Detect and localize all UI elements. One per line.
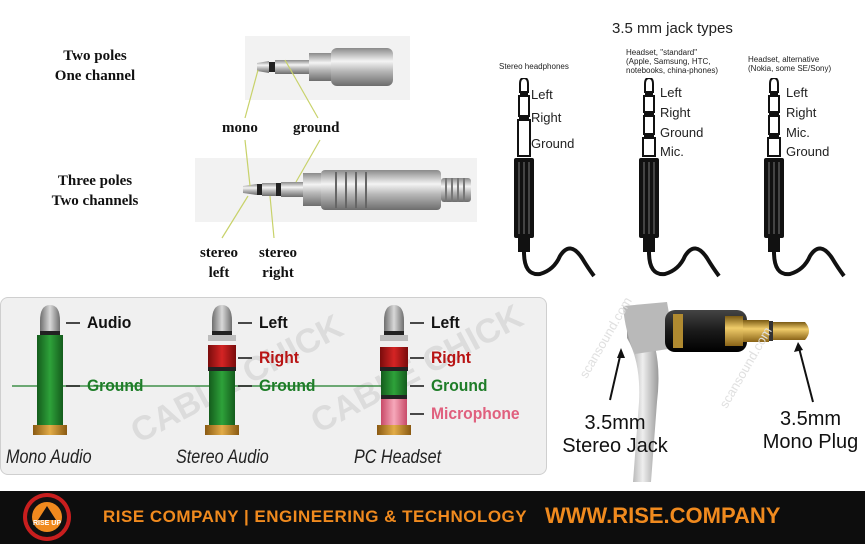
jack-2-outline (639, 78, 721, 278)
stereo-jack-label-line1: 3.5mm (584, 412, 646, 434)
stereo-left-label: stereo left (196, 243, 242, 283)
stereo-audio-plug (205, 305, 252, 435)
jack-1-outline (514, 78, 596, 278)
mono-audio-caption: Mono Audio (6, 447, 92, 468)
jack-col2-header-line3: notebooks, china-phones) (626, 66, 719, 75)
jack-col2-header-line1: Headset, "standard" (626, 48, 698, 57)
jack2-label-mic: Mic. (660, 144, 684, 159)
headset-right-label: Right (431, 348, 471, 367)
mono-plug-photo-right (609, 302, 814, 482)
stereo-right-cc-label: Right (259, 348, 299, 367)
headset-microphone-label: Microphone (431, 404, 520, 423)
three-poles-caption: Three poles Two channels (30, 171, 160, 211)
cable-chart-diagram (12, 305, 424, 435)
stereo-jack-label: 3.5mm Stereo Jack (555, 412, 675, 458)
jack-col2-header-line2: (Apple, Samsung, HTC, (626, 57, 711, 66)
jack-types-title: 3.5 mm jack types (612, 20, 733, 37)
two-poles-line2: One channel (54, 68, 136, 84)
stereo-audio-caption: Stereo Audio (176, 447, 269, 468)
mono-plug-label: 3.5mm Mono Plug (758, 408, 863, 454)
two-poles-caption: Two poles One channel (30, 46, 160, 86)
jack-types-diagram (514, 78, 846, 278)
stereo-right-line1: stereo (258, 245, 298, 261)
jack2-label-ground: Ground (660, 125, 704, 140)
footer-company-name: RISE COMPANY | ENGINEERING & TECHNOLOGY (103, 507, 528, 526)
jack1-label-left: Left (531, 87, 553, 102)
pc-headset-plug (377, 305, 424, 435)
mono-label: mono (222, 120, 258, 136)
jack-col3-header-line1: Headset, alternative (748, 55, 820, 64)
jack-col1-header: Stereo headphones (499, 62, 569, 71)
rise-logo-icon (23, 493, 71, 541)
jack3-label-left: Left (786, 85, 808, 100)
mono-plug-photo (245, 36, 410, 100)
footer-bar (0, 491, 865, 544)
mono-audio-label: Audio (87, 313, 132, 332)
stereo-jack-label-line2: Stereo Jack (562, 435, 668, 457)
stereo-right-line2: right (262, 265, 294, 281)
jack1-label-right: Right (531, 110, 562, 125)
headset-ground-label: Ground (431, 376, 488, 395)
stereo-left-line2: left (208, 265, 230, 281)
headset-left-label: Left (431, 313, 460, 332)
rise-logo-text: RISE UP (32, 520, 61, 527)
jack1-label-ground: Ground (531, 136, 575, 151)
plug-leader-lines (221, 59, 321, 239)
jack-col1-header-line1: Stereo headphones (499, 62, 569, 71)
jack2-label-right: Right (660, 105, 691, 120)
ground-label: ground (293, 120, 340, 136)
three-poles-line2: Two channels (51, 193, 139, 209)
mono-plug-label-line2: Mono Plug (762, 431, 859, 453)
jack2-label-left: Left (660, 85, 682, 100)
jack-col2-header: Headset, "standard" (Apple, Samsung, HTC… (626, 48, 718, 75)
stereo-plug-photo (195, 158, 477, 222)
stereo-left-cc-label: Left (259, 313, 288, 332)
jack-col3-header: Headset, alternative (Nokia, some SE/Son… (748, 55, 831, 73)
footer-website-link[interactable]: WWW.RISE.COMPANY (545, 503, 781, 528)
jack-col3-header-line2: (Nokia, some SE/Sony) (748, 64, 832, 73)
jack3-label-ground: Ground (786, 144, 830, 159)
three-poles-line1: Three poles (57, 173, 133, 189)
mono-ground-label: Ground (87, 376, 144, 395)
two-poles-line1: Two poles (63, 48, 127, 64)
mono-plug-label-line1: 3.5mm (779, 408, 842, 430)
stereo-left-line1: stereo (199, 245, 239, 261)
pc-headset-caption: PC Headset (354, 447, 442, 468)
jack3-label-mic: Mic. (786, 125, 810, 140)
jack-3-outline (764, 78, 846, 278)
mono-audio-plug (33, 305, 80, 435)
stereo-right-label: stereo right (254, 243, 302, 283)
jack3-label-right: Right (786, 105, 817, 120)
stereo-ground-cc-label: Ground (259, 376, 316, 395)
